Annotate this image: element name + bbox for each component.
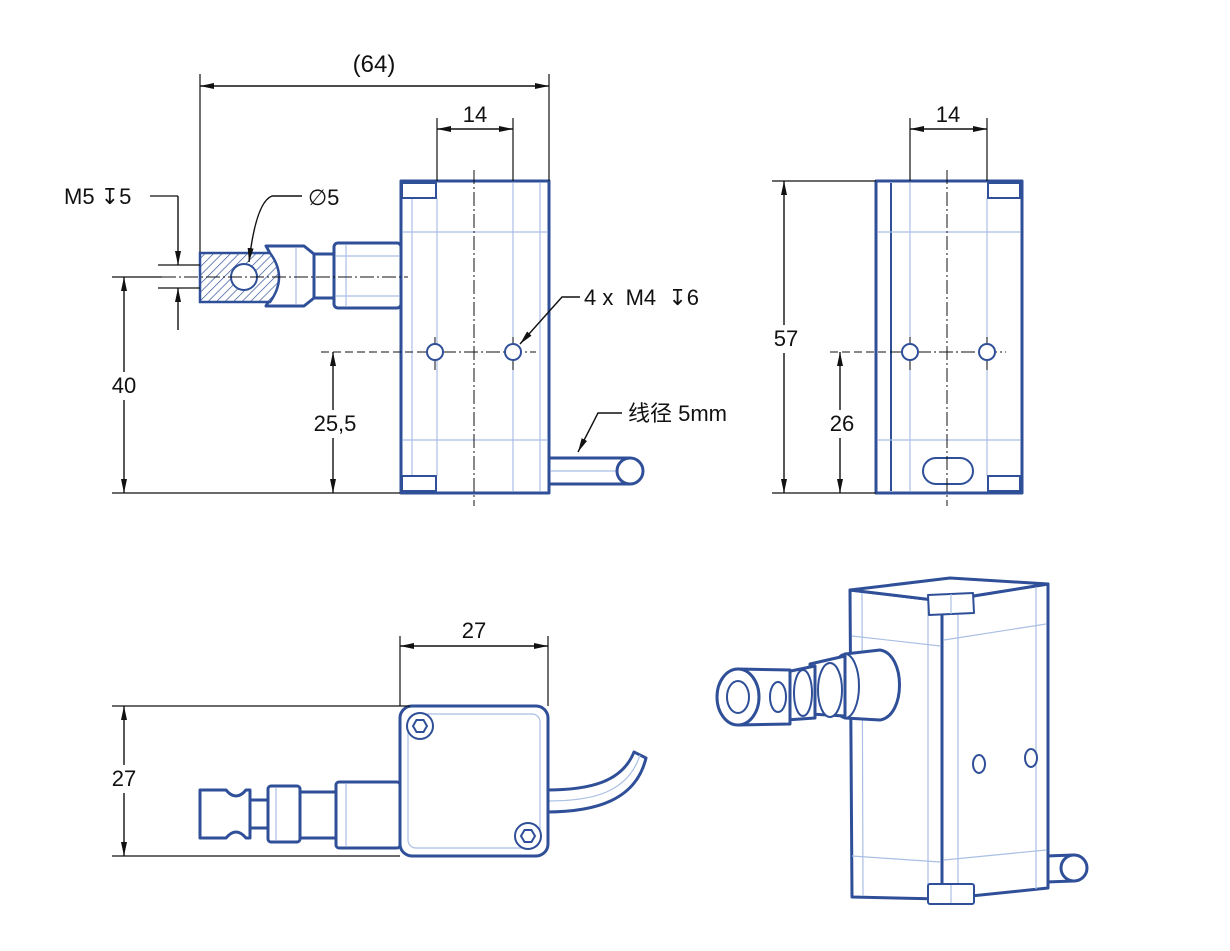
dimension-height: 57 bbox=[770, 180, 876, 494]
dimension-hole-height-side: 26 bbox=[826, 351, 902, 493]
iso-cable bbox=[1044, 853, 1089, 884]
corner-nut-top bbox=[401, 182, 437, 199]
inner-line bbox=[851, 635, 941, 647]
leader-arrow bbox=[577, 412, 622, 453]
dimension-label: 26 bbox=[830, 411, 854, 436]
hex-socket-icon bbox=[519, 829, 537, 843]
cable-end bbox=[1059, 853, 1089, 883]
dimension-hole-height-front: 25,5 bbox=[310, 351, 424, 493]
label-background bbox=[826, 410, 858, 438]
diameter-label: ∅5 bbox=[308, 185, 339, 210]
leader-arrow bbox=[519, 296, 580, 345]
isometric-view bbox=[715, 576, 1089, 905]
front-connector bbox=[158, 241, 403, 310]
side-body bbox=[874, 179, 1024, 495]
mounting-hole bbox=[978, 343, 996, 361]
label-background bbox=[108, 765, 140, 793]
holes-label: 4 x M4 ↧6 bbox=[584, 285, 699, 310]
corner-nut-top bbox=[987, 182, 1021, 199]
cable bbox=[544, 750, 648, 814]
front-cable bbox=[547, 456, 645, 486]
iso-nut-top bbox=[927, 592, 975, 616]
dimension-hole-spacing-side: 14 bbox=[909, 102, 988, 181]
inner-line bbox=[547, 754, 641, 802]
inner-line bbox=[407, 713, 541, 849]
cable-slot bbox=[922, 457, 974, 485]
dimension-label: 14 bbox=[936, 102, 960, 127]
corner-nut-bottom bbox=[401, 475, 437, 492]
diameter-callout: ∅5 bbox=[247, 185, 339, 263]
screw-head bbox=[406, 712, 434, 740]
top-cable bbox=[544, 750, 648, 814]
screw-bottom-right bbox=[514, 822, 542, 850]
top-connector bbox=[198, 780, 402, 850]
inner-line bbox=[943, 623, 1047, 641]
iso-nut-bottom bbox=[927, 883, 975, 905]
connector-ring bbox=[248, 798, 270, 830]
cable-end bbox=[615, 456, 645, 486]
dimension-label: 14 bbox=[463, 102, 487, 127]
front-view: (64) 14 M5 ↧5 ∅5 40 bbox=[64, 51, 727, 506]
iso-connector bbox=[715, 648, 901, 727]
mounting-hole bbox=[901, 343, 919, 361]
iso-inner-lines bbox=[851, 587, 1047, 897]
connector-neck bbox=[312, 252, 336, 300]
dimension-hole-spacing-front: 14 bbox=[436, 102, 514, 181]
top-view: 27 27 bbox=[108, 618, 648, 858]
dimension-depth: 27 bbox=[108, 705, 410, 857]
dimension-label: (64) bbox=[353, 51, 396, 78]
iso-mounting-hole bbox=[1024, 748, 1038, 768]
connector-body bbox=[266, 784, 302, 844]
dimension-label: 27 bbox=[112, 766, 136, 791]
top-body bbox=[398, 704, 550, 858]
connector-base bbox=[843, 648, 901, 722]
screw-top-left bbox=[406, 712, 434, 740]
inner-line bbox=[851, 855, 941, 863]
dimension-axis-height: 40 bbox=[108, 276, 400, 494]
connector-neck-face bbox=[793, 669, 813, 717]
dimension-width: 27 bbox=[399, 618, 549, 706]
mounting-hole bbox=[426, 343, 444, 361]
cable-label: 线径 5mm bbox=[628, 401, 727, 426]
screw-head bbox=[514, 822, 542, 850]
leader-arrow bbox=[247, 195, 302, 263]
dimension-label: 25,5 bbox=[314, 411, 357, 436]
inner-line bbox=[943, 849, 1047, 861]
dimension-overall-length: (64) bbox=[199, 51, 550, 252]
dimension-label: 40 bbox=[112, 373, 136, 398]
cross-hole bbox=[769, 681, 787, 713]
thread-callout: M5 ↧5 bbox=[64, 184, 181, 330]
hex-socket-icon bbox=[411, 719, 429, 733]
label-background bbox=[770, 325, 802, 353]
connector-bore bbox=[726, 680, 750, 714]
iso-top-face bbox=[848, 576, 1050, 603]
corner-nut-bottom bbox=[987, 475, 1021, 492]
cable-callout: 线径 5mm bbox=[577, 401, 727, 453]
mounting-hole bbox=[504, 343, 522, 361]
dimension-label: 57 bbox=[774, 326, 798, 351]
iso-mounting-hole bbox=[972, 754, 986, 774]
holes-callout: 4 x M4 ↧6 bbox=[519, 285, 699, 345]
label-background bbox=[108, 372, 140, 400]
connector-base bbox=[332, 241, 403, 310]
front-body-inner-lines bbox=[403, 183, 547, 491]
label-background bbox=[310, 410, 360, 438]
inner-line bbox=[861, 592, 864, 897]
connector-ring-face bbox=[817, 662, 843, 718]
side-view: 14 57 26 bbox=[770, 102, 1024, 506]
dimension-label: 27 bbox=[462, 618, 486, 643]
thread-label: M5 ↧5 bbox=[64, 184, 131, 209]
connector-neck bbox=[298, 790, 338, 840]
connector-tip bbox=[198, 788, 252, 840]
